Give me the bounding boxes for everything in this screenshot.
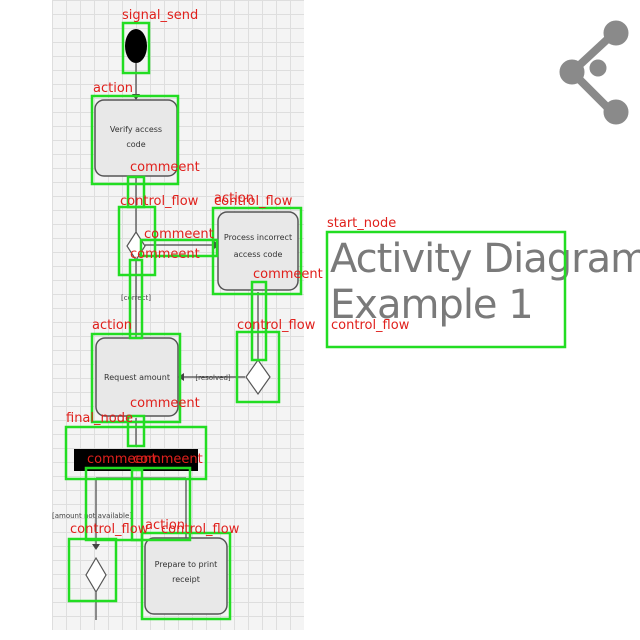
- det-box-action-4: [140, 531, 232, 621]
- det-box-comment-5: [126, 414, 146, 448]
- prepare-label-1: Prepare to print: [155, 560, 218, 569]
- det-label-signal-send: signal_send: [122, 8, 198, 23]
- fork-bar: [74, 449, 198, 471]
- det-box-control-flow-5: [67, 537, 118, 603]
- decision-node-2: [245, 358, 271, 396]
- det-label-control-flow-6: control_flow: [161, 522, 240, 537]
- det-box-signal-send: [121, 21, 151, 75]
- det-label-action-4: action: [145, 518, 185, 533]
- initial-node: [125, 29, 147, 63]
- det-label-comment-3: commeent: [130, 247, 200, 262]
- action-prepare-receipt: [144, 537, 228, 615]
- det-box-comment-2: [139, 238, 219, 258]
- detection-boxes: [64, 21, 567, 621]
- process-label-2: access code: [234, 250, 283, 259]
- det-label-control-flow-3: control_flow: [237, 318, 316, 333]
- det-label-control-flow-5: control_flow: [70, 522, 149, 537]
- title-line-2: Example 1: [330, 282, 534, 328]
- guard-resolved: [resolved]: [195, 374, 231, 382]
- det-label-control-flow-4: control_flow: [331, 318, 410, 333]
- verify-label-1: Verify access: [110, 125, 162, 134]
- prepare-label-2: receipt: [172, 575, 200, 584]
- det-label-comment-6: commeent: [87, 452, 157, 467]
- det-box-control-flow-3: [235, 330, 281, 404]
- det-label-comment-5: commeent: [130, 396, 200, 411]
- det-box-comment-3: [128, 258, 144, 340]
- det-label-control-flow-2: control_flow: [214, 194, 293, 209]
- guard-correct: [correct]: [121, 294, 151, 302]
- det-label-comment-7: commeent: [133, 452, 203, 467]
- det-label-final-node: final_node: [66, 411, 133, 426]
- det-label-control-flow-1: control_flow: [120, 194, 199, 209]
- verify-label-2: code: [126, 140, 145, 149]
- det-box-action-3: [90, 332, 182, 424]
- det-box-comment-7: [130, 468, 144, 542]
- det-label-action-1: action: [93, 81, 133, 96]
- process-label-1: Process incorrect: [224, 233, 292, 242]
- det-box-start-node: [325, 230, 567, 349]
- det-box-final-node: [64, 425, 208, 481]
- det-label-comment-4: commeent: [253, 267, 323, 282]
- decision-node-3: [85, 556, 107, 594]
- det-label-start-node: start_node: [327, 216, 396, 231]
- det-label-action-2: action: [214, 191, 254, 206]
- det-label-comment-1: commeent: [130, 160, 200, 175]
- det-label-comment-2: commeent: [144, 227, 214, 242]
- det-box-action-1: [90, 94, 180, 186]
- request-label: Request amount: [104, 373, 170, 382]
- det-box-comment-4: [250, 280, 268, 362]
- guard-amount-not-available: [amount not available]: [52, 512, 132, 520]
- detection-labels: signal_send action commeent control_flow…: [66, 8, 410, 537]
- share-icon: [559, 20, 629, 125]
- det-box-action-2: [211, 206, 303, 296]
- det-label-action-3: action: [92, 318, 132, 333]
